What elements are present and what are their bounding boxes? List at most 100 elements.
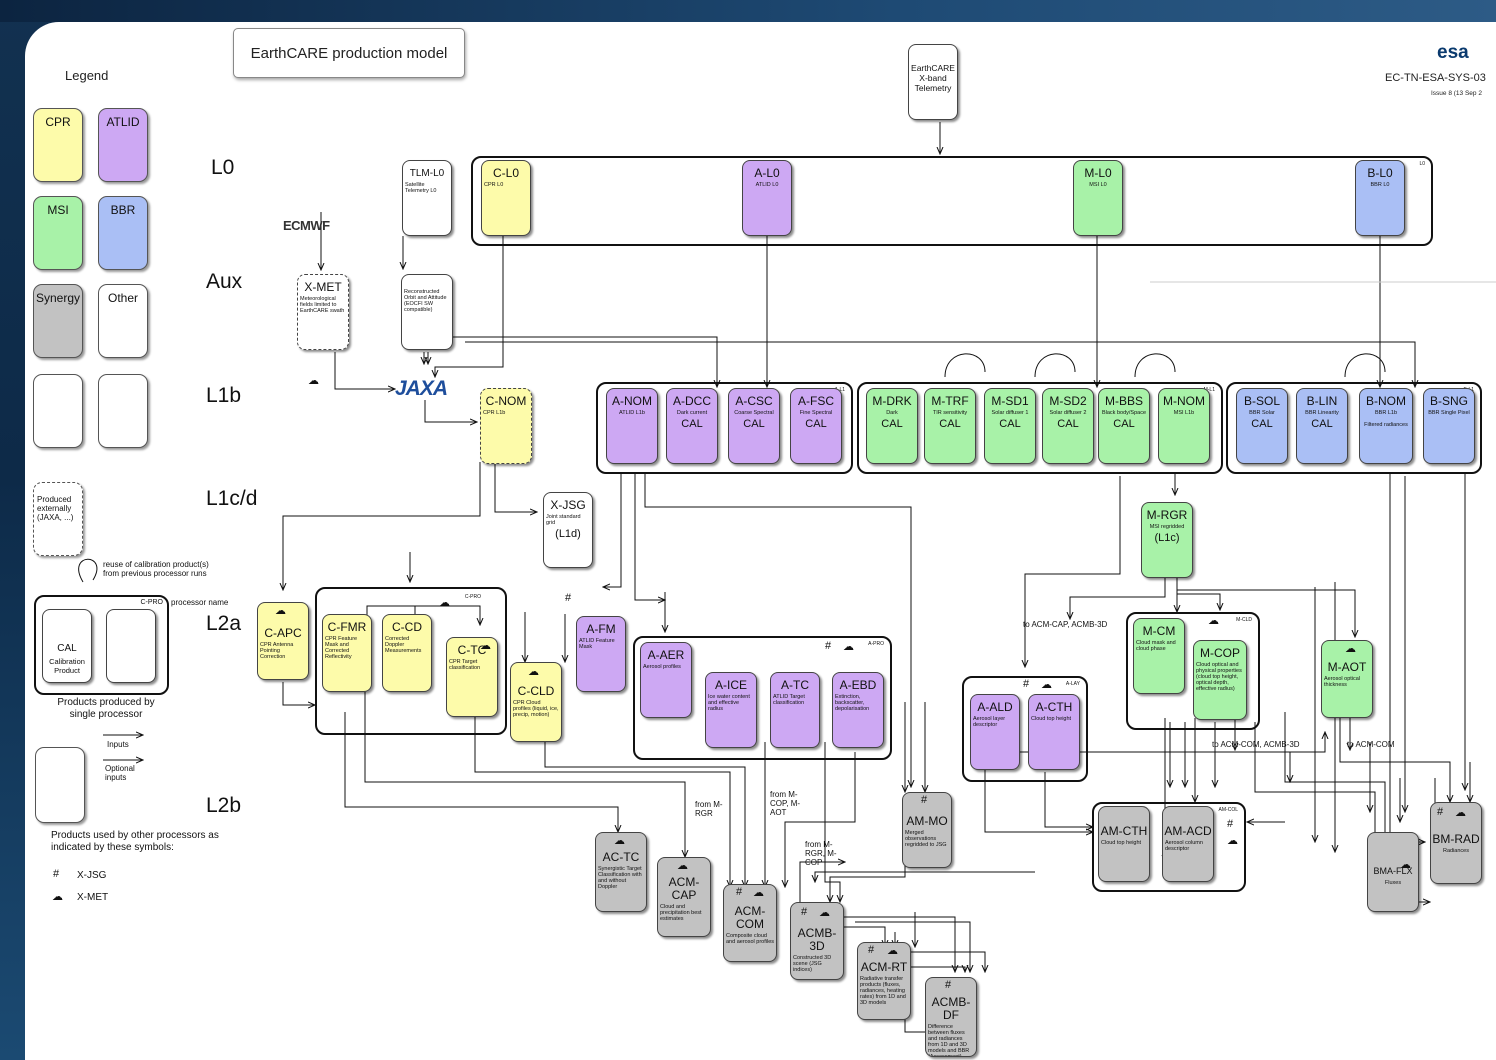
node-title: X-MET: [298, 281, 348, 294]
node-sub: Solar diffuser 2: [1043, 410, 1093, 416]
node-cal: CAL: [867, 418, 917, 430]
node-sub: CPR Feature Mask and Corrected Reflectiv…: [323, 636, 371, 660]
grid-icon: #: [921, 794, 927, 806]
node-sub: Dark current: [667, 410, 717, 416]
node-a-tc[interactable]: A-TC ATLID Target classification: [770, 672, 820, 748]
cloud-sun-icon: ☁: [52, 890, 63, 903]
legend-blank-node: [106, 609, 156, 683]
node-sub: Ice water content and effective radius: [706, 694, 756, 712]
node-title: B-L0: [1356, 167, 1404, 180]
node-orbit-attitude[interactable]: Reconstructed Orbit and Attitude (EOCFI …: [401, 274, 453, 350]
legend-cal-node: CAL Calibration Product: [42, 609, 92, 683]
node-cal: CAL: [667, 418, 717, 430]
node-sub: Fluxes: [1368, 880, 1418, 886]
node-sub: CPR Target classification: [447, 659, 497, 671]
node-sub: Radiative transfer products (fluxes, rad…: [858, 976, 910, 1006]
node-title: M-NOM: [1159, 395, 1209, 408]
node-am-cth[interactable]: AM-CTH Cloud top height: [1098, 806, 1150, 882]
node-sub: Joint standard grid: [544, 514, 592, 526]
annotation-from-mrgr: from M-RGR: [695, 800, 735, 818]
node-sub: ATLID Target classification: [771, 694, 819, 706]
node-sub: Composite cloud and aerosol profiles: [724, 933, 776, 945]
grid-icon: #: [1227, 818, 1233, 830]
node-title: AM-MO: [903, 815, 951, 828]
node-title: AM-CTH: [1099, 825, 1149, 838]
node-sub: Reconstructed Orbit and Attitude (EOCFI …: [402, 289, 452, 313]
annotation-from-mrgr-mcop: from M-RGR, M-COP: [805, 840, 849, 867]
group-a-pro-tag: A-PRO: [868, 641, 884, 647]
node-cal: CAL: [1297, 418, 1347, 430]
node-sub: Constructed 3D scene (JSG indices): [791, 955, 843, 973]
node-sub: Aerosol optical thickness: [1322, 676, 1372, 688]
cloud-sun-icon: ☁: [753, 886, 764, 899]
node-title: A-TC: [771, 679, 819, 692]
node-sub: Cloud top height: [1029, 716, 1079, 722]
node-acm-rt[interactable]: ACM-RT Radiative transfer products (fluxe…: [857, 942, 911, 1020]
node-sub: Cloud top height: [1099, 840, 1149, 846]
diagram-panel: EarthCARE production model esa EC-TN-ESA…: [25, 22, 1496, 1060]
cloud-sun-icon: ☁: [439, 596, 450, 609]
node-sub: CPR L0: [482, 182, 530, 188]
node-title: C-NOM: [481, 395, 531, 408]
grid-icon: #: [1023, 678, 1029, 690]
node-sub: Satellite Telemetry L0: [403, 182, 451, 194]
node-title: ACM-RT: [858, 961, 910, 974]
node-cal: CAL: [985, 418, 1035, 430]
node-sub: Aerosol profiles: [641, 664, 691, 670]
legend-xjsg: X-JSG: [77, 871, 106, 880]
node-xband-telemetry[interactable]: EarthCARE X-band Telemetry: [908, 44, 958, 120]
node-cal: CAL: [1043, 418, 1093, 430]
node-cal: CAL: [1099, 418, 1149, 430]
cloud-sun-icon: ☁: [614, 834, 625, 847]
cloud-sun-icon: ☁: [1041, 678, 1052, 691]
node-sub: Difference between fluxes and radiances …: [926, 1024, 976, 1057]
legend-blank-2: [98, 374, 148, 448]
node-sub: CPR Cloud profiles (liquid, ice, precip,…: [511, 700, 561, 718]
group-m-cld-tag: M-CLD: [1236, 617, 1252, 623]
legend-group-tag: C-PRO: [140, 599, 163, 606]
grid-icon: #: [736, 886, 742, 898]
legend-blank-3: [35, 747, 85, 823]
legend-external: Produced externally (JAXA, ...): [33, 482, 83, 556]
node-sub: Aerosol column descriptor: [1163, 840, 1213, 852]
level-l1b: L1b: [206, 384, 241, 408]
node-sub: MSI regridded: [1142, 524, 1192, 530]
